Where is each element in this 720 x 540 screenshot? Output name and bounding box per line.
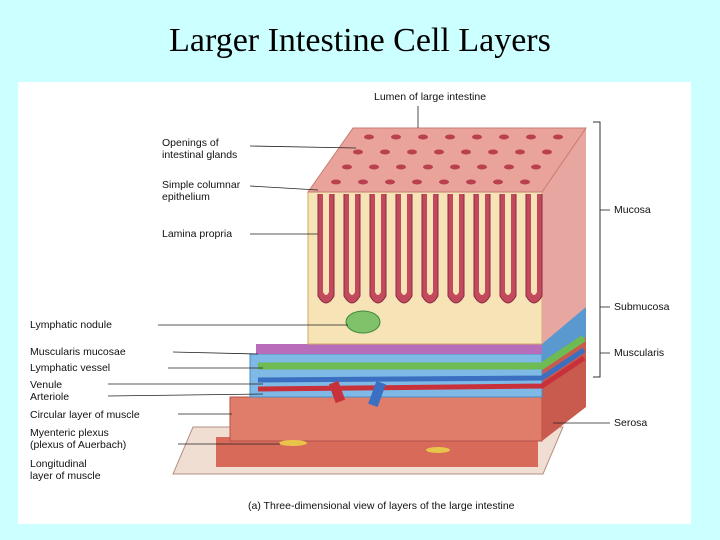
gland-opening <box>477 165 487 170</box>
gland-opening <box>358 180 368 185</box>
gland-opening <box>504 165 514 170</box>
lymphatic-nodule <box>346 311 380 333</box>
gland-opening <box>520 180 530 185</box>
gland-opening <box>353 150 363 155</box>
intestine-wall-illustration <box>18 82 691 524</box>
gland-opening <box>445 135 455 140</box>
gland-opening <box>396 165 406 170</box>
gland-opening <box>493 180 503 185</box>
label-lumen: Lumen of large intestine <box>374 91 486 103</box>
label-circular-muscle: Circular layer of muscle <box>30 409 140 421</box>
label-openings: Openings of intestinal glands <box>162 137 237 161</box>
label-serosa: Serosa <box>614 417 647 429</box>
slide-title: Larger Intestine Cell Layers <box>0 22 720 60</box>
gland-opening <box>488 150 498 155</box>
gland-lumen <box>427 194 433 295</box>
figure-caption: (a) Three-dimensional view of layers of … <box>248 500 515 512</box>
leader-epithelium <box>250 186 318 190</box>
myenteric-plexus <box>279 440 307 446</box>
gland-opening <box>472 135 482 140</box>
gland-opening <box>380 150 390 155</box>
myenteric-plexus-2 <box>426 447 450 453</box>
gland-opening <box>542 150 552 155</box>
gland-opening <box>418 135 428 140</box>
gland-opening <box>439 180 449 185</box>
gland-lumen <box>323 194 329 295</box>
gland-opening <box>385 180 395 185</box>
leader-arteriole <box>108 394 263 396</box>
label-lymphatic-vessel: Lymphatic vessel <box>30 362 110 374</box>
layer-bracket <box>593 122 600 377</box>
label-longitudinal-muscle: Longitudinal layer of muscle <box>30 458 101 482</box>
gland-opening <box>364 135 374 140</box>
gland-opening <box>434 150 444 155</box>
gland-opening <box>391 135 401 140</box>
gland-opening <box>423 165 433 170</box>
gland-opening <box>369 165 379 170</box>
gland-lumen <box>401 194 407 295</box>
muscularis-mucosae-strip <box>256 344 542 354</box>
gland-opening <box>466 180 476 185</box>
gland-lumen <box>375 194 381 295</box>
gland-opening <box>450 165 460 170</box>
label-mucosa: Mucosa <box>614 204 651 216</box>
label-submucosa: Submucosa <box>614 301 669 313</box>
diagram-figure: Lumen of large intestine Openings of int… <box>18 82 691 524</box>
gland-opening <box>342 165 352 170</box>
gland-opening <box>461 150 471 155</box>
label-arteriole: Arteriole <box>30 391 69 403</box>
gland-lumen <box>349 194 355 295</box>
gland-opening <box>331 180 341 185</box>
gland-opening <box>412 180 422 185</box>
gland-lumen <box>479 194 485 295</box>
label-muscularis-mucosae: Muscularis mucosae <box>30 346 126 358</box>
circular-muscle-front <box>230 397 542 441</box>
gland-opening <box>407 150 417 155</box>
gland-lumen <box>505 194 511 295</box>
gland-opening <box>553 135 563 140</box>
gland-opening <box>531 165 541 170</box>
label-lymphatic-nodule: Lymphatic nodule <box>30 319 112 331</box>
label-lamina: Lamina propria <box>162 228 232 240</box>
label-myenteric-plexus: Myenteric plexus (plexus of Auerbach) <box>30 427 126 451</box>
label-epithelium: Simple columnar epithelium <box>162 179 240 203</box>
leader-mm <box>173 352 258 354</box>
gland-opening <box>526 135 536 140</box>
label-muscularis: Muscularis <box>614 347 664 359</box>
gland-lumen <box>531 194 537 295</box>
gland-opening <box>515 150 525 155</box>
gland-lumen <box>453 194 459 295</box>
gland-opening <box>499 135 509 140</box>
label-venule: Venule <box>30 379 62 391</box>
